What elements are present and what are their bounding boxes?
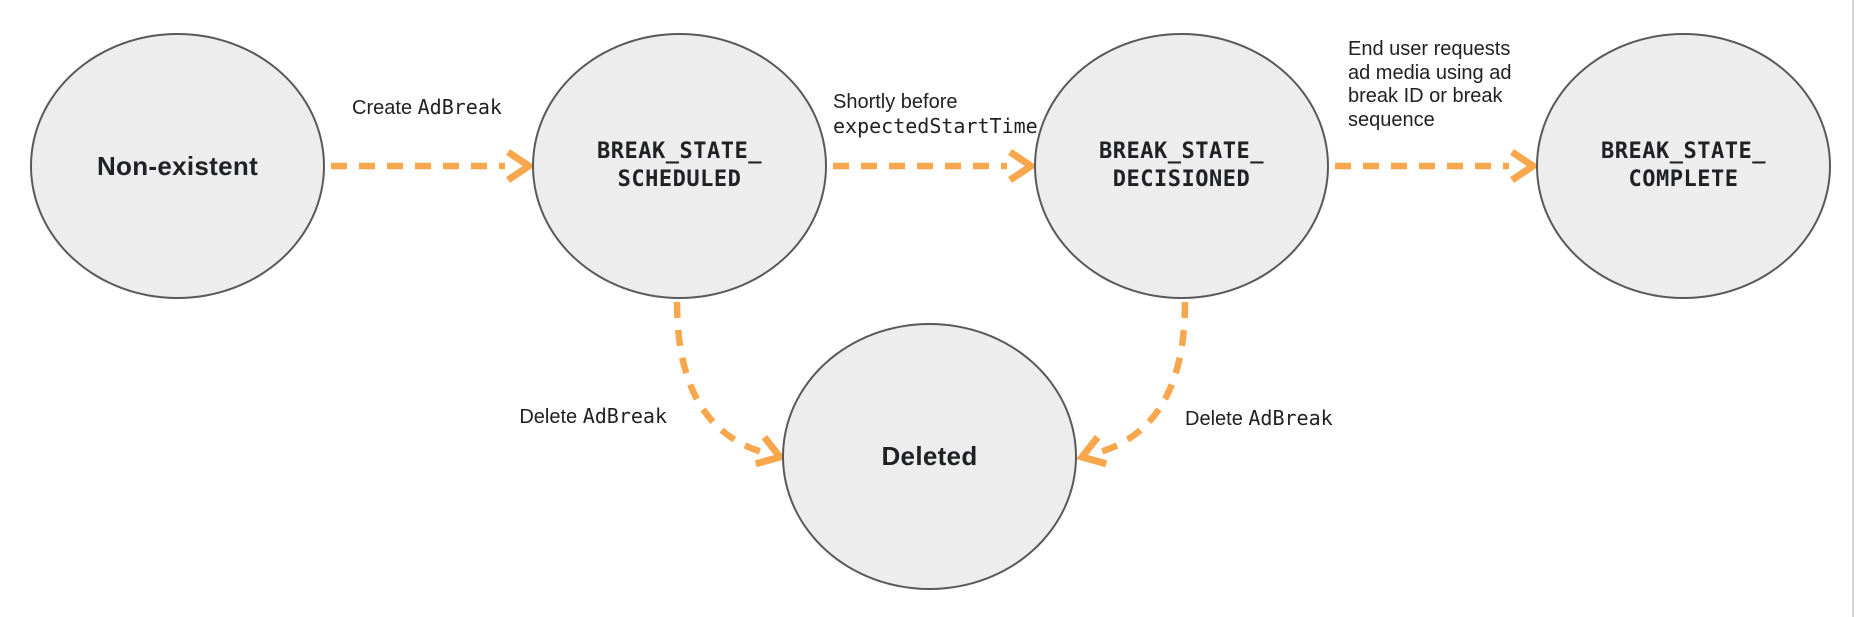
label-code-adbreak: AdBreak [417,95,502,119]
state-node-break-state-scheduled: BREAK_STATE_ SCHEDULED [532,33,827,299]
label-text: Shortly before [833,91,958,113]
transition-label-create-adbreak: Create AdBreak [327,95,527,120]
label-text-line4: sequence [1348,108,1435,131]
label-code-adbreak: AdBreak [1248,406,1333,430]
label-text-line2: ad media using ad [1348,61,1512,84]
arrow-create-adbreak [331,149,536,183]
label-code-expected-start-time: expectedStartTime [833,114,1038,138]
state-label-line1: BREAK_STATE_ [1601,139,1766,164]
transition-label-delete-adbreak-right: Delete AdBreak [1185,406,1333,431]
state-node-deleted: Deleted [782,323,1077,590]
state-node-break-state-complete: BREAK_STATE_ COMPLETE [1536,33,1831,299]
state-label-non-existent: Non-existent [96,150,259,181]
label-text: Delete [519,406,583,428]
arrow-delete-from-decisioned [1075,301,1189,468]
transition-label-shortly-before: Shortly before expectedStartTime [833,90,1038,138]
label-text-line1: End user requests [1348,38,1511,60]
transition-label-delete-adbreak-left: Delete AdBreak [417,404,667,429]
arrow-delete-from-scheduled [673,301,787,468]
state-label-deleted: Deleted [881,441,978,471]
state-label-line2: SCHEDULED [617,167,742,192]
label-code-adbreak: AdBreak [582,404,667,428]
label-text: Create [352,97,418,119]
state-label-break-state-decisioned: BREAK_STATE_ DECISIONED [1099,138,1264,194]
state-node-non-existent: Non-existent [30,33,325,299]
arrow-shortly-before-expected-start-time [833,149,1038,183]
page-edge-divider [1852,0,1854,617]
state-node-break-state-decisioned: BREAK_STATE_ DECISIONED [1034,33,1329,299]
state-label-line1: BREAK_STATE_ [1099,139,1264,164]
state-label-break-state-complete: BREAK_STATE_ COMPLETE [1601,138,1766,194]
state-label-line2: COMPLETE [1628,167,1739,192]
state-label-break-state-scheduled: BREAK_STATE_ SCHEDULED [597,138,762,194]
arrow-end-user-requests-ad-media [1335,149,1540,183]
transition-label-end-user-requests: End user requests ad media using ad brea… [1348,38,1511,132]
label-text-line3: break ID or break [1348,85,1503,107]
state-label-line1: BREAK_STATE_ [597,139,762,164]
label-text: Delete [1185,408,1249,430]
state-label-line2: DECISIONED [1112,167,1251,192]
